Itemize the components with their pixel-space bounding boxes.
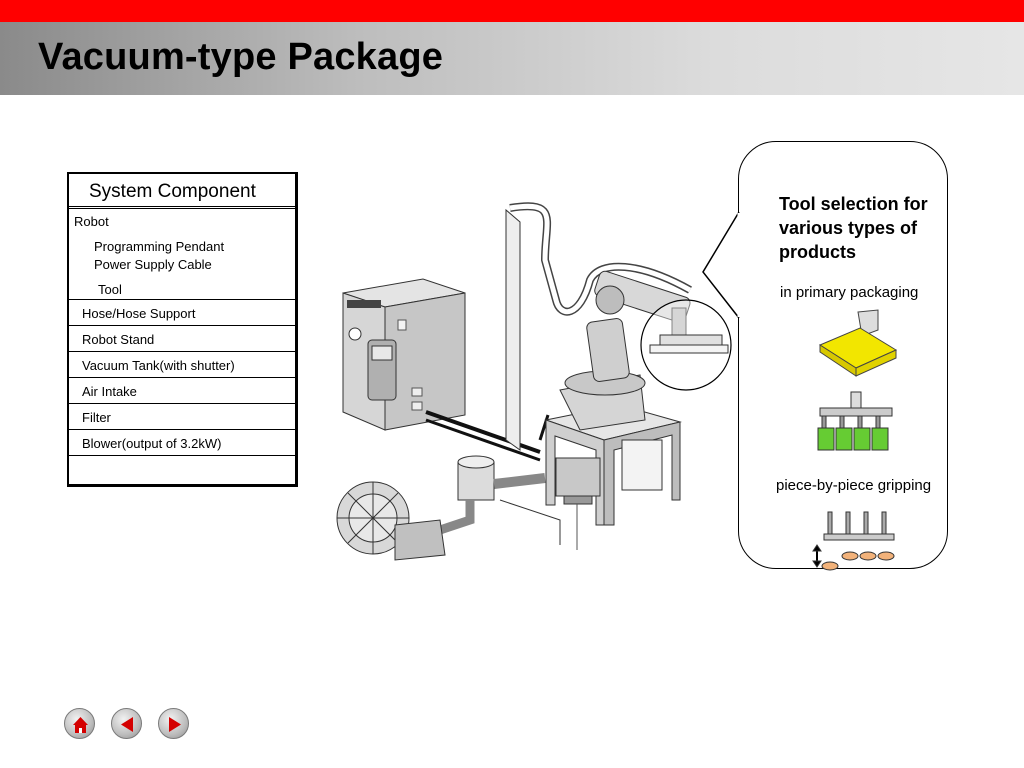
system-component-table: System Component Robot Programming Penda… [67, 172, 298, 487]
blower-icon [336, 481, 446, 561]
table-row: Hose/Hose Support [69, 300, 295, 326]
filter-icon [438, 455, 546, 535]
robot-subitem-tool: Tool [98, 282, 122, 297]
controller-cabinet-icon [342, 278, 466, 431]
robot-stand-icon [544, 404, 682, 526]
cable-icon [425, 410, 550, 462]
home-icon [73, 717, 88, 733]
robot-subitem-pendant: Programming Pendant [94, 239, 225, 254]
title-band [0, 22, 1024, 95]
callout-title: Tool selection for various types of prod… [779, 194, 928, 262]
robot-arm-icon [559, 270, 691, 431]
page-title: Vacuum-type Package [38, 36, 444, 78]
forward-arrow-icon [169, 717, 181, 732]
table-row: Filter [69, 404, 295, 430]
table-row: Air Intake [69, 378, 295, 404]
back-button[interactable] [111, 708, 142, 739]
callout-subtitle-gripping: piece-by-piece gripping [776, 477, 932, 494]
robot-subitem-cable: Power Supply Cable [94, 257, 212, 272]
vacuum-tank-icon [555, 457, 601, 550]
robot-block: Robot Programming Pendant Power Supply C… [69, 209, 295, 300]
robot-label: Robot [74, 214, 109, 229]
hose-support-icon [499, 202, 692, 545]
forward-button[interactable] [158, 708, 189, 739]
table-row: Blower(output of 3.2kW) [69, 430, 295, 456]
end-effector-zoom-icon [640, 299, 732, 391]
table-header: System Component [69, 174, 295, 209]
callout-subtitle-primary: in primary packaging [780, 284, 919, 301]
table-row: Vacuum Tank(with shutter) [69, 352, 295, 378]
top-red-bar [0, 0, 1024, 22]
home-button[interactable] [64, 708, 95, 739]
table-row: Robot Stand [69, 326, 295, 352]
back-arrow-icon [121, 717, 133, 732]
